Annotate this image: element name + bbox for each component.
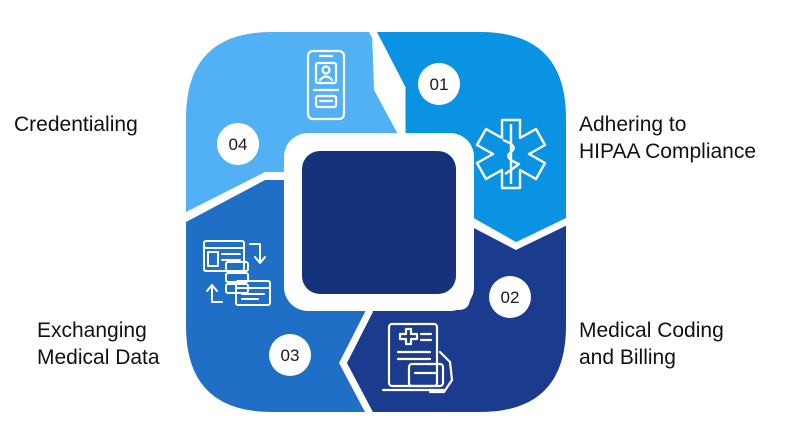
segment-02 (345, 222, 566, 412)
separator-right (468, 216, 572, 250)
medical-bill-form-icon (381, 322, 454, 394)
badge-03: 03 (269, 334, 311, 376)
label-coding-line2: and Billing (579, 346, 676, 369)
badge-03-number: 03 (281, 346, 300, 365)
badge-02-number: 02 (501, 288, 520, 307)
badge-02: 02 (489, 276, 531, 318)
badge-04-number: 04 (229, 135, 248, 154)
segment-04 (186, 32, 400, 215)
medical-star-of-life-icon (475, 118, 547, 190)
label-hipaa-line1: Adhering to (579, 113, 687, 136)
label-coding-line1: Medical Coding (579, 319, 724, 342)
label-credentialing: Credentialing (14, 111, 138, 138)
badge-01-number: 01 (430, 75, 449, 94)
data-exchange-icon (203, 240, 271, 306)
segment-03 (186, 180, 370, 412)
label-exchanging: Exchanging Medical Data (37, 317, 160, 371)
label-exchanging-line1: Exchanging (37, 319, 147, 342)
label-credentialing-line1: Credentialing (14, 113, 138, 136)
id-badge-phone-icon (306, 49, 346, 121)
center-square (302, 151, 456, 294)
label-hipaa: Adhering to HIPAA Compliance (579, 111, 756, 165)
separator-bottom (339, 308, 374, 416)
badge-04: 04 (217, 123, 259, 165)
label-hipaa-line2: HIPAA Compliance (579, 140, 757, 163)
label-exchanging-line2: Medical Data (37, 346, 160, 369)
separator-top (368, 28, 406, 146)
badge-01: 01 (418, 63, 460, 105)
label-coding: Medical Coding and Billing (579, 317, 724, 371)
